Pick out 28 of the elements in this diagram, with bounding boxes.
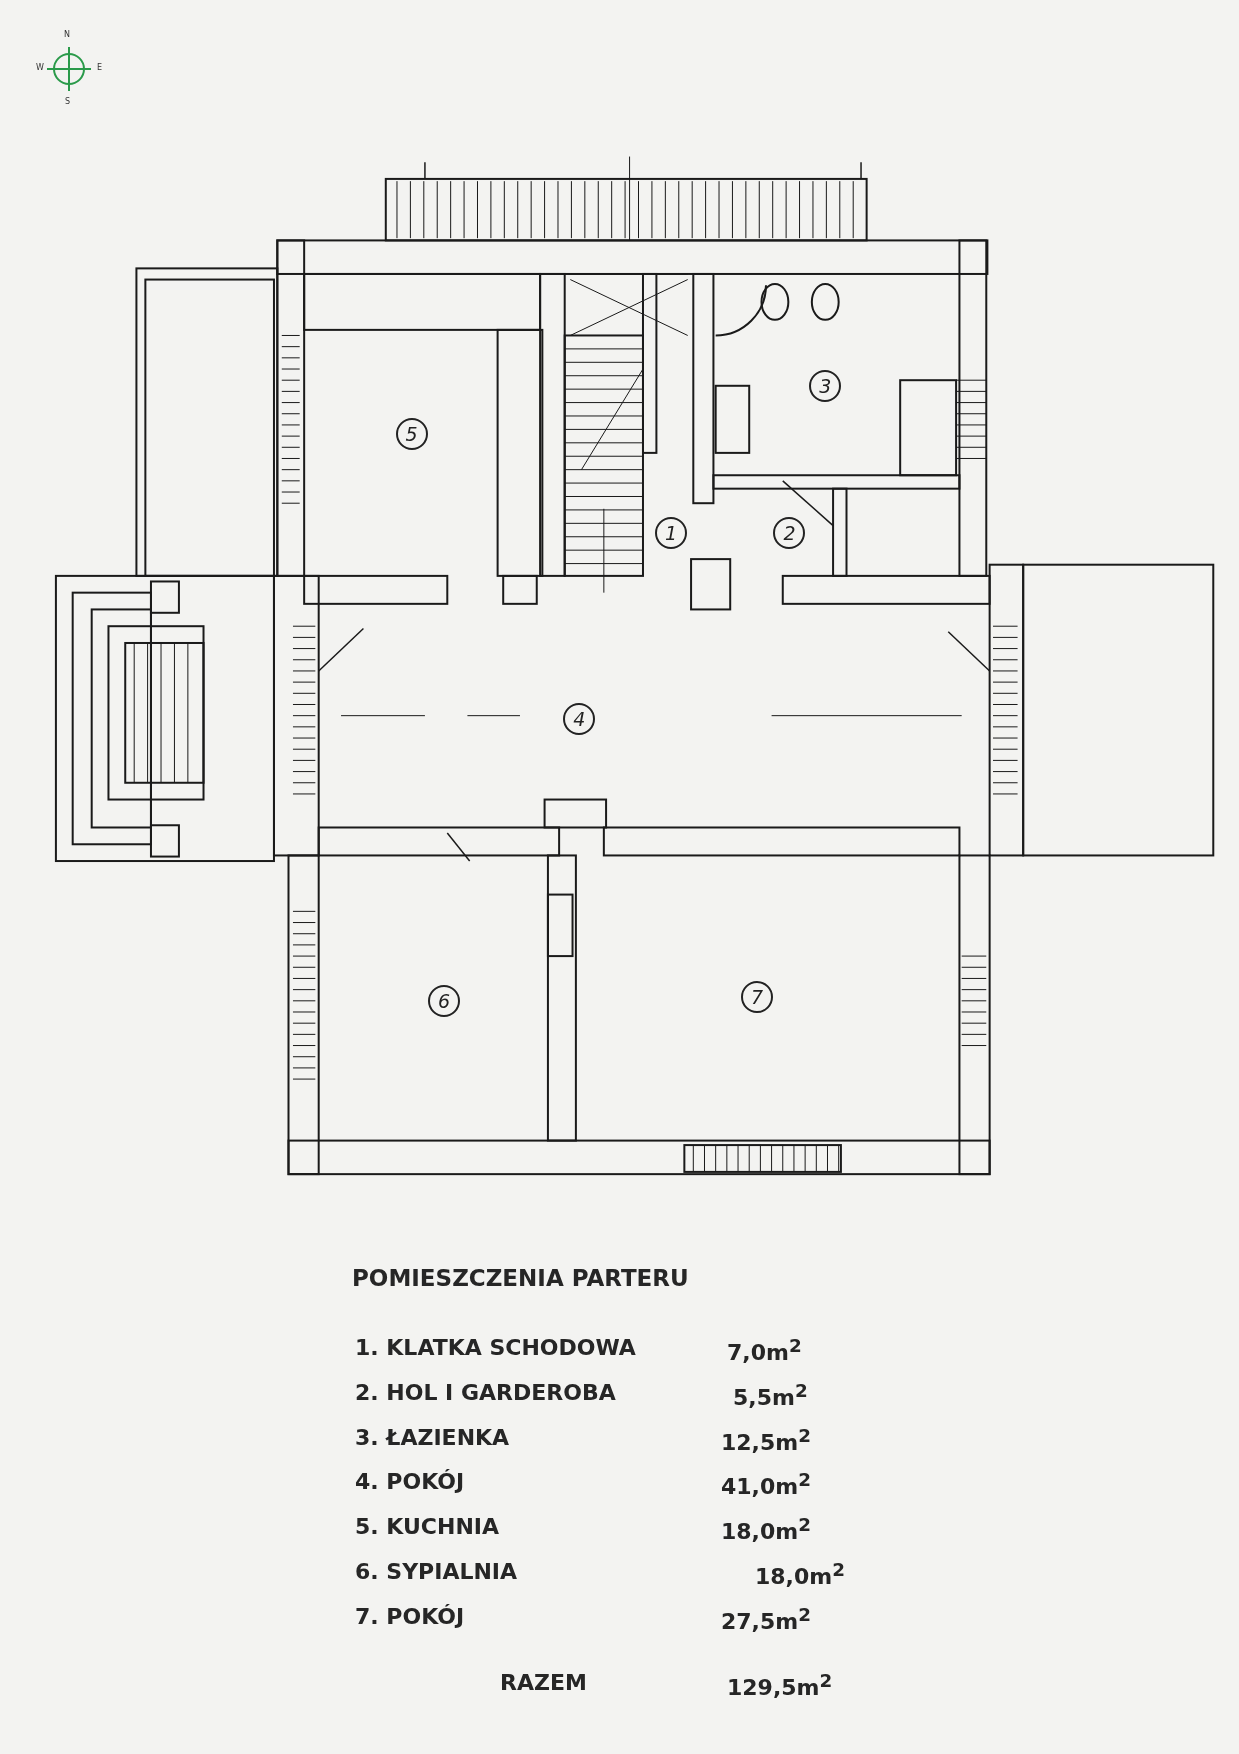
- room-number: 7: [741, 981, 774, 1014]
- total-value: 129,5m$^{2}$: [727, 1670, 833, 1701]
- room-name: 4. POKÓJ: [355, 1469, 465, 1494]
- area-value: 18,0m$^{2}$: [755, 1559, 845, 1590]
- room-name: 2. HOL I GARDEROBA: [355, 1380, 616, 1405]
- room-name: 1. KLATKA SCHODOWA: [355, 1335, 636, 1360]
- area-value: 27,5m$^{2}$: [721, 1604, 811, 1635]
- room-number: 6: [427, 984, 460, 1017]
- area-value: 7,0m$^{2}$: [727, 1335, 802, 1366]
- room-number: 4: [563, 703, 596, 735]
- compass-letter: W: [36, 63, 44, 72]
- area-value: 5,5m$^{2}$: [733, 1380, 808, 1411]
- compass-letter: S: [65, 97, 71, 106]
- compass-letter: E: [97, 63, 103, 72]
- area-value: 12,5m$^{2}$: [721, 1425, 811, 1456]
- area-value: 41,0m$^{2}$: [721, 1469, 811, 1500]
- room-name: 5. KUCHNIA: [355, 1514, 500, 1539]
- room-name: 7. POKÓJ: [355, 1604, 465, 1629]
- room-name: 6. SYPIALNIA: [355, 1559, 518, 1584]
- room-number: 1: [654, 517, 687, 550]
- room-number: 2: [773, 517, 806, 550]
- area-value: 18,0m$^{2}$: [721, 1514, 811, 1545]
- table-heading: POMIESZCZENIA PARTERU: [352, 1265, 689, 1291]
- compass-letter: N: [64, 30, 70, 39]
- total-label: RAZEM: [500, 1670, 587, 1695]
- room-number: 5: [395, 417, 428, 450]
- room-number: 3: [809, 369, 842, 402]
- room-name: 3. ŁAZIENKA: [355, 1425, 510, 1450]
